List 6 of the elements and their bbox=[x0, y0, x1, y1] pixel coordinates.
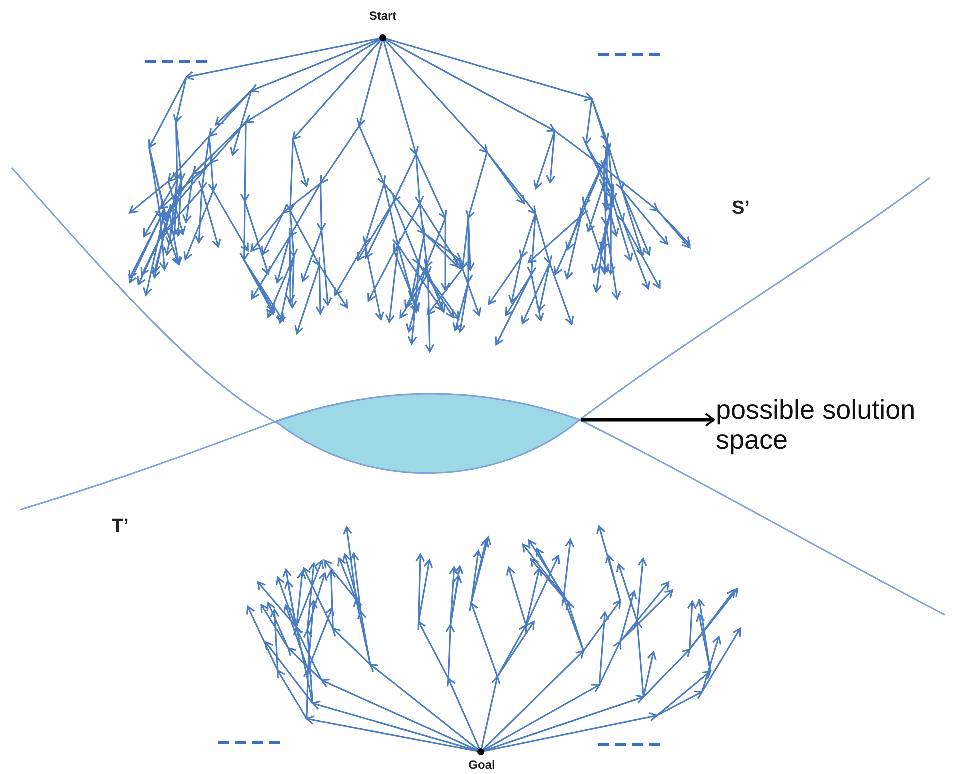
start-label: Start bbox=[361, 9, 405, 25]
annotation-text: possible solution space bbox=[716, 395, 954, 455]
region-label: S’ bbox=[732, 198, 750, 220]
region-label: T’ bbox=[112, 516, 129, 538]
goal-label: Goal bbox=[460, 758, 504, 774]
leader-arrow bbox=[581, 413, 715, 427]
